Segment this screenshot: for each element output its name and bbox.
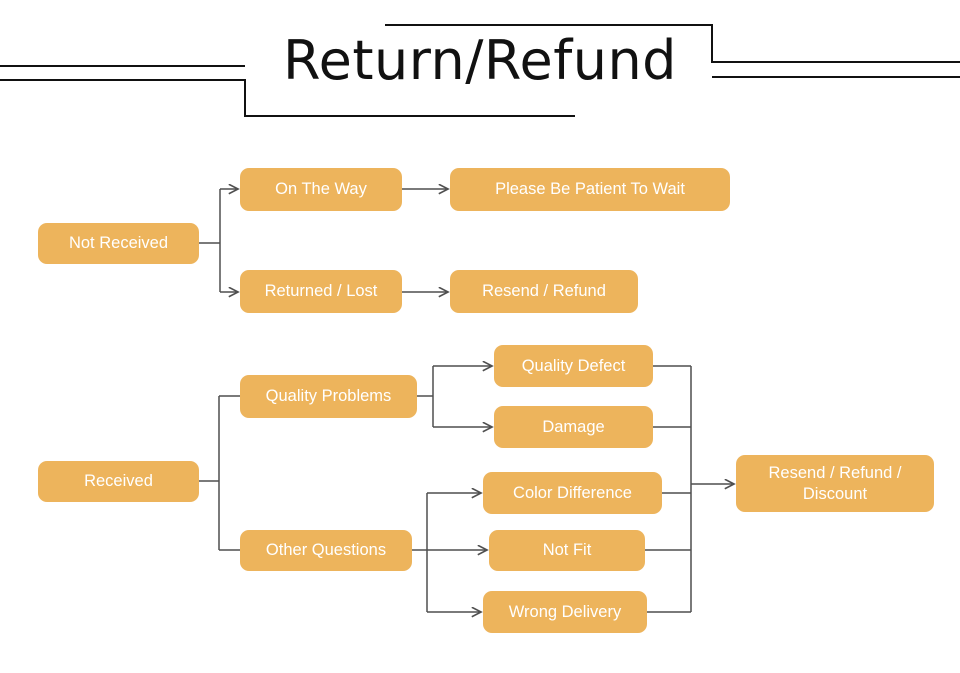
node-on-the-way[interactable]: On The Way [240, 168, 402, 211]
node-resend-refund-discount[interactable]: Resend / Refund / Discount [736, 455, 934, 512]
node-please-be-patient-to-wait[interactable]: Please Be Patient To Wait [450, 168, 730, 211]
node-received[interactable]: Received [38, 461, 199, 502]
node-not-fit[interactable]: Not Fit [489, 530, 645, 571]
node-quality-problems[interactable]: Quality Problems [240, 375, 417, 418]
node-quality-defect[interactable]: Quality Defect [494, 345, 653, 387]
node-resend-refund[interactable]: Resend / Refund [450, 270, 638, 313]
node-not-received[interactable]: Not Received [38, 223, 199, 264]
node-other-questions[interactable]: Other Questions [240, 530, 412, 571]
node-color-difference[interactable]: Color Difference [483, 472, 662, 514]
page-title: Return/Refund [283, 29, 677, 92]
node-wrong-delivery[interactable]: Wrong Delivery [483, 591, 647, 633]
node-returned-lost[interactable]: Returned / Lost [240, 270, 402, 313]
node-damage[interactable]: Damage [494, 406, 653, 448]
